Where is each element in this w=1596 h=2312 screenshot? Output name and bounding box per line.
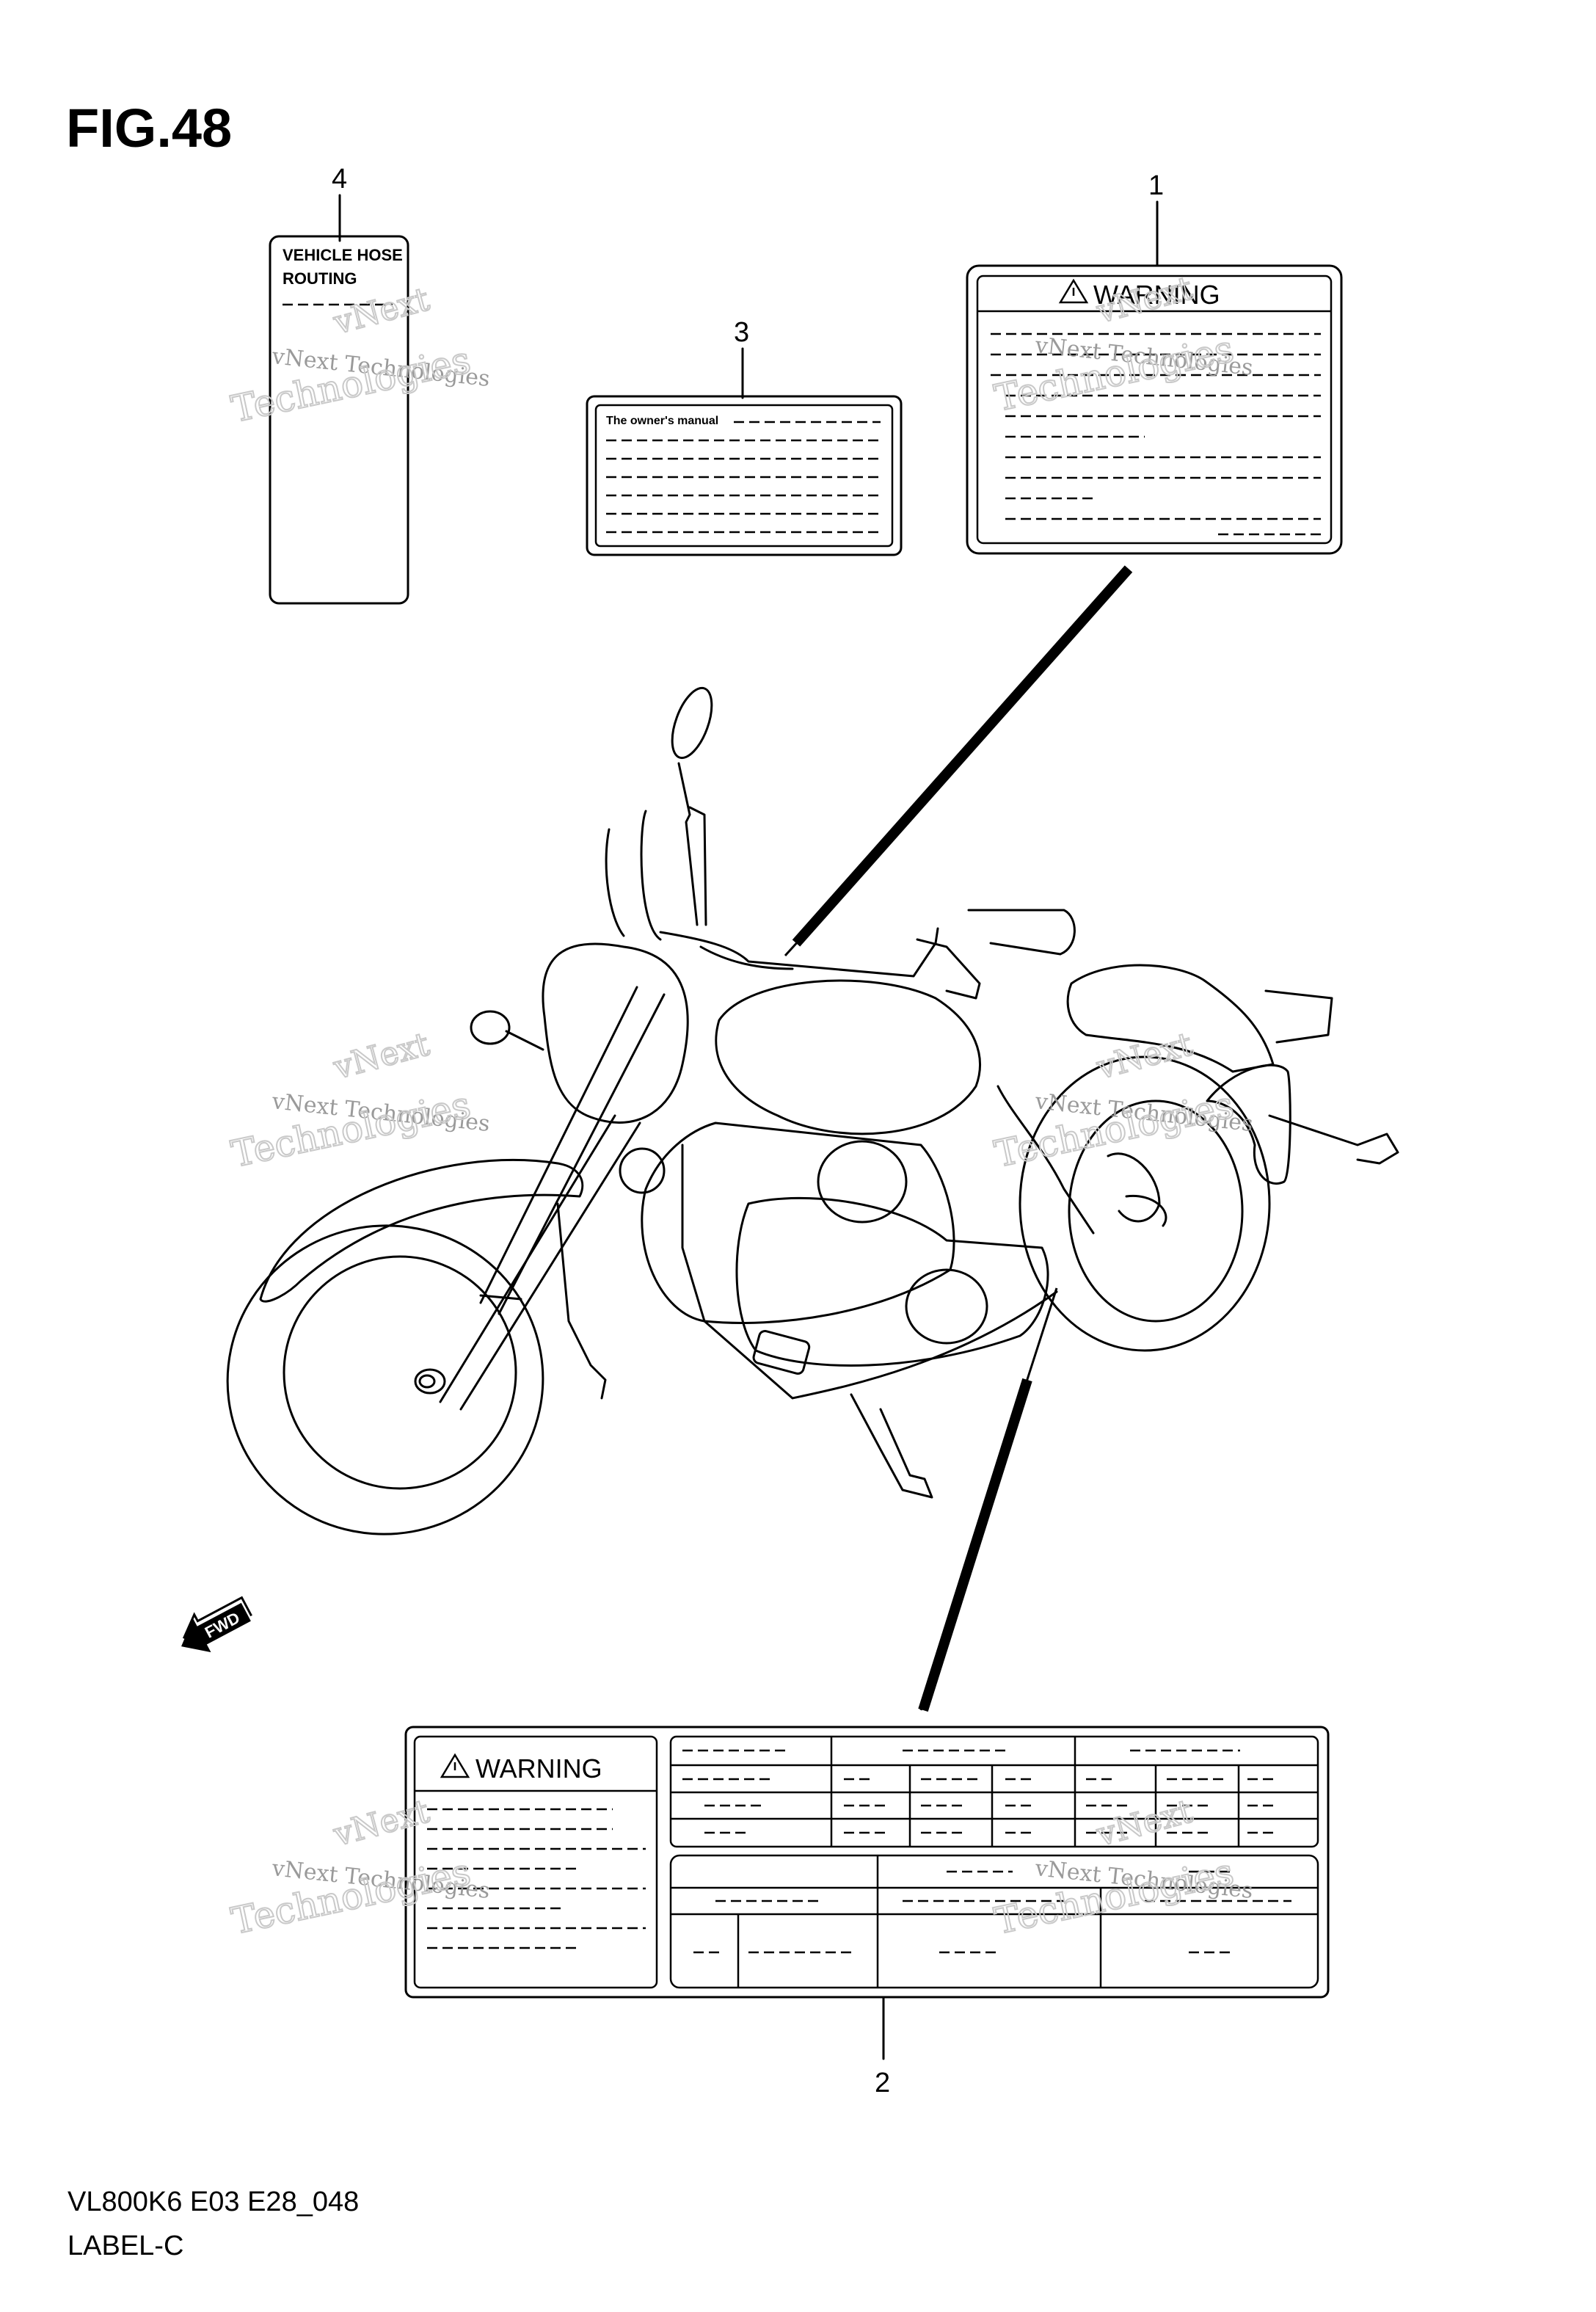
watermark-group: vNext vNext Technologies Technologies vN… [227, 269, 1254, 1944]
fwd-arrow: FWD [181, 1596, 252, 1653]
leader-line-1 [792, 565, 1133, 947]
figure-title: FIG.48 [66, 98, 232, 159]
label-2-heading: WARNING [475, 1753, 602, 1784]
leader-line-2-thick [918, 1378, 1032, 1712]
watermark-vnext: vNext [1093, 269, 1197, 331]
label-4-line1: VEHICLE HOSE [283, 246, 403, 264]
watermark-vnext: vNext [329, 1792, 434, 1854]
watermark-vnext: vNext [329, 1025, 434, 1087]
leader-line-1-thin [784, 938, 801, 957]
label-1-warning: WARNING [966, 264, 1343, 555]
callout-4: 4 [332, 164, 347, 195]
label-3-owners-manual: The owner's manual [586, 395, 903, 556]
label-1-heading: WARNING [1093, 280, 1220, 310]
callout-3: 3 [734, 317, 749, 348]
warning-triangle-icon [1058, 278, 1089, 304]
label-2-warning-table: WARNING [404, 1726, 1330, 1999]
forward-arrow-icon [181, 1602, 251, 1653]
watermark-vnext: vNext [1093, 1792, 1197, 1854]
label-4-line2: ROUTING [283, 269, 357, 288]
watermark-vnext: vNext [329, 280, 434, 342]
callout-2: 2 [875, 2068, 890, 2098]
footer-code: VL800K6 E03 E28_048 [68, 2186, 359, 2217]
motorcycle-illustration [226, 686, 1399, 1535]
callout-1: 1 [1148, 170, 1164, 201]
label-3-text: The owner's manual [606, 415, 718, 427]
watermark-vnext: vNext [1093, 1025, 1197, 1087]
footer-name: LABEL-C [68, 2231, 183, 2261]
label-4-hose-routing: VEHICLE HOSE ROUTING [269, 235, 409, 605]
warning-triangle-icon [440, 1753, 470, 1778]
